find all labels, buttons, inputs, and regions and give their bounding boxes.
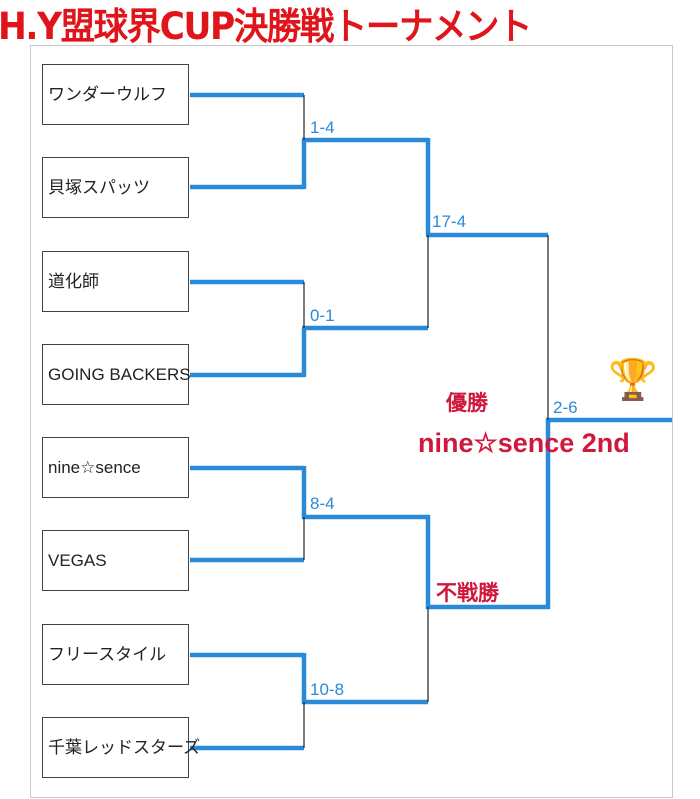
score-label: 10-8 xyxy=(310,680,345,699)
team-box: 千葉レッドスターズ xyxy=(42,717,200,778)
team-box: GOING BACKERS xyxy=(42,344,191,405)
winner-team: nine☆sence 2nd xyxy=(418,428,630,458)
bracket-frame xyxy=(30,45,673,798)
walkover-label: 不戦勝 xyxy=(436,582,499,605)
team-box: nine☆sence xyxy=(42,437,189,498)
trophy-icon: 🏆 xyxy=(608,357,658,403)
team-box: フリースタイル xyxy=(42,624,189,685)
score-label: 1-4 xyxy=(310,118,335,137)
team-box: VEGAS xyxy=(42,530,189,591)
score-label: 0-1 xyxy=(310,306,335,325)
team-box: 貝塚スパッツ xyxy=(42,157,189,218)
winner-label: 優勝 xyxy=(446,392,488,415)
score-label: 17-4 xyxy=(432,212,467,231)
team-box: ワンダーウルフ xyxy=(42,64,189,125)
score-label: 8-4 xyxy=(310,494,335,513)
team-box: 道化師 xyxy=(42,251,189,312)
score-label: 2-6 xyxy=(553,398,578,417)
page-title: H.Y盟球界CUP決勝戦トーナメント xyxy=(0,5,532,48)
